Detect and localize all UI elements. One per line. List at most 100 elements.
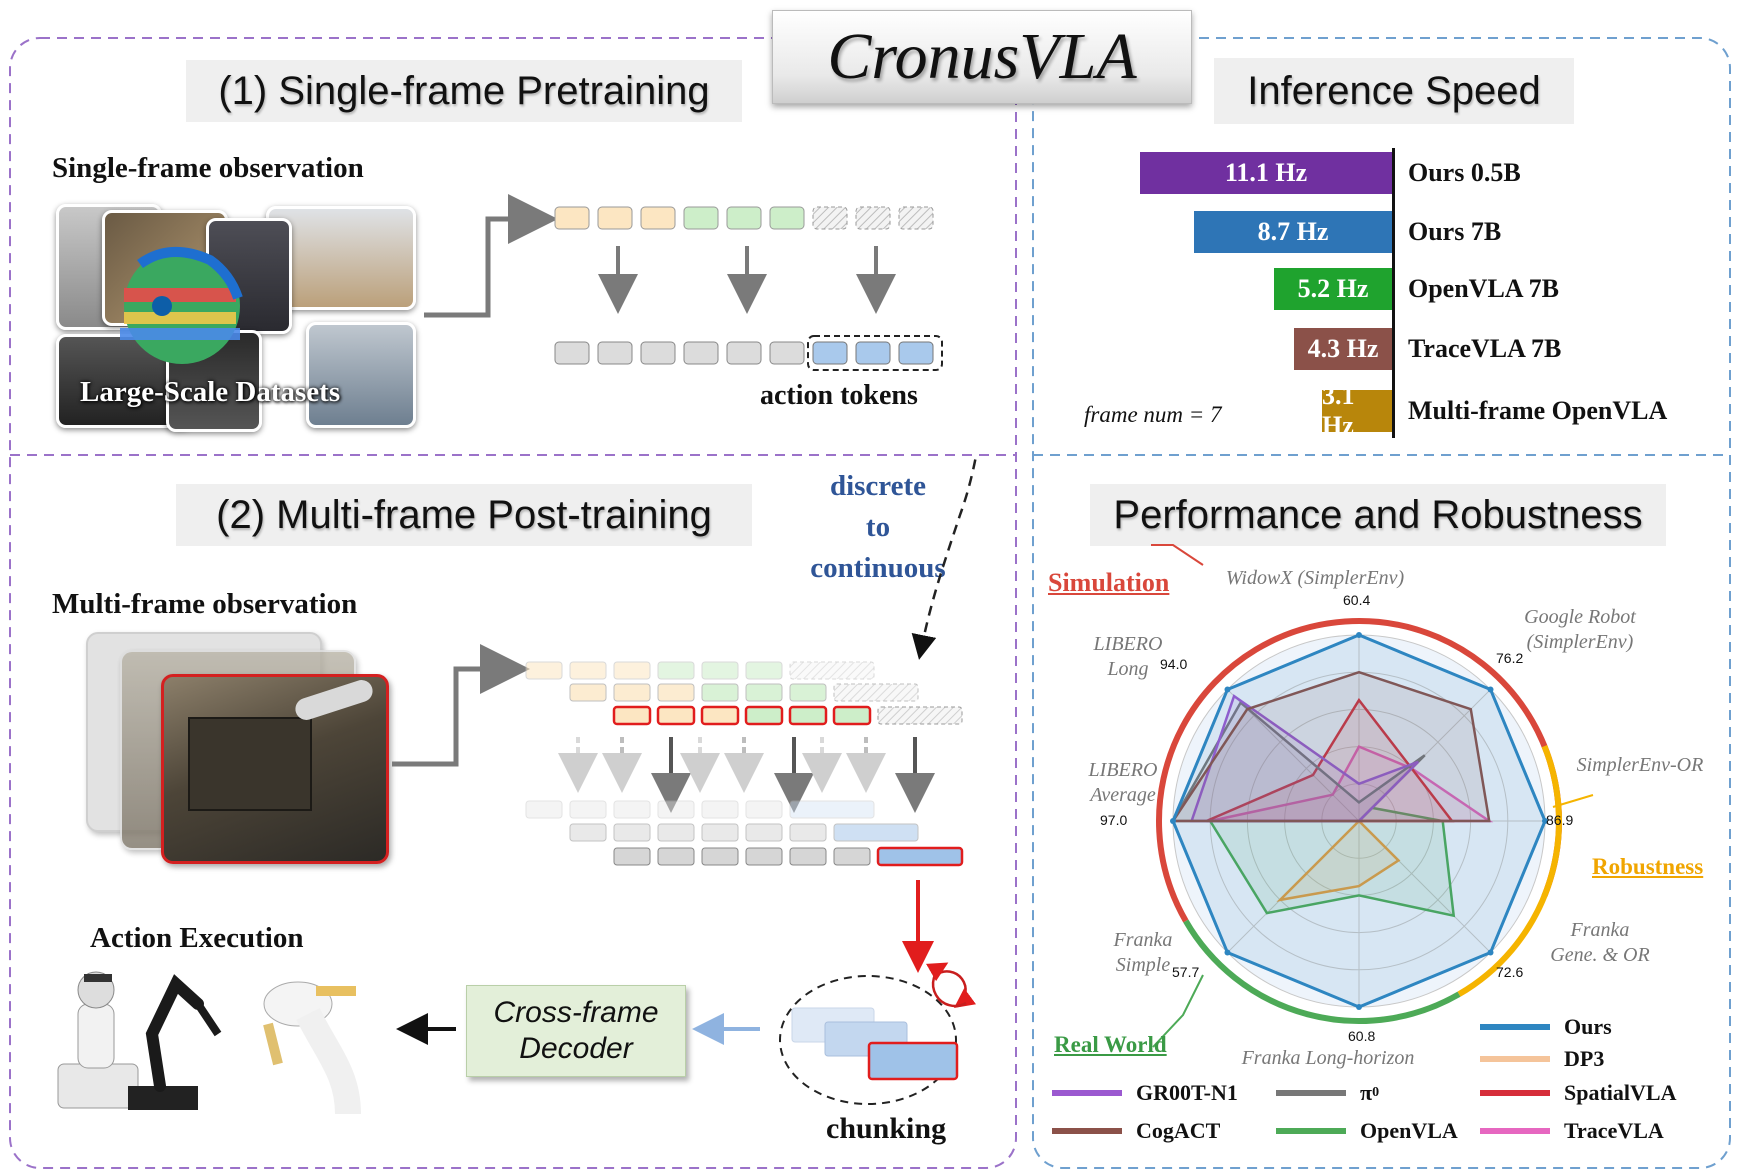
datasets-label: Large-Scale Datasets	[80, 376, 341, 408]
legend-swatch	[1480, 1128, 1550, 1134]
radar-axis-label-line: Franka Long-horizon	[1241, 1047, 1415, 1069]
legend-label: SpatialVLA	[1564, 1080, 1677, 1105]
radar-point	[1356, 632, 1362, 638]
transition-line: to	[865, 511, 891, 543]
posttraining-heading: (2) Multi-frame Post-training	[176, 484, 752, 546]
token	[657, 661, 695, 680]
token	[613, 683, 651, 702]
dataset-collage: Large-Scale Datasets	[56, 204, 416, 432]
legend-swatch	[1480, 1024, 1550, 1030]
radar-axis-label-line: Franka	[1570, 919, 1630, 941]
token	[812, 206, 848, 230]
radar-axis-max-value: 60.4	[1343, 592, 1371, 608]
token	[701, 800, 739, 819]
token	[569, 823, 607, 842]
speed-bar: 11.1 Hz	[1140, 152, 1392, 194]
radar-axis-max-value: 76.2	[1496, 650, 1524, 666]
token	[745, 661, 783, 680]
speed-model-label: TraceVLA 7B	[1408, 334, 1562, 363]
token	[613, 823, 651, 842]
radar-axis-label-line: LIBERO	[1088, 759, 1158, 781]
token	[569, 661, 607, 680]
group-connector	[1152, 974, 1204, 1048]
radar-axis-label-line: Average	[1090, 784, 1156, 806]
radar-axis-label-line: Google Robot	[1524, 606, 1636, 628]
radar-axis-label-line: Gene. & OR	[1550, 944, 1650, 966]
token	[789, 661, 875, 680]
multi-frame-stack	[86, 632, 389, 866]
token	[745, 823, 783, 842]
token	[656, 705, 696, 726]
token	[726, 341, 762, 365]
radar-axis-label-line: Simple	[1115, 954, 1171, 976]
multi-frame-output-rows	[525, 800, 964, 867]
radar-point	[1224, 686, 1231, 693]
token	[745, 800, 783, 819]
robot-icon	[128, 974, 222, 1110]
radar-axis-max-value: 97.0	[1100, 812, 1128, 828]
frame-num-note: frame num = 7	[1084, 402, 1222, 427]
legend-label: OpenVLA	[1360, 1118, 1458, 1143]
single-frame-observation-label: Single-frame observation	[52, 152, 364, 184]
globe-icon	[120, 246, 243, 364]
token	[569, 800, 607, 819]
token	[855, 206, 891, 230]
speed-bar: 5.2 Hz	[1274, 268, 1392, 310]
token	[597, 341, 633, 365]
radar-axis-label: Franka Long-horizon	[1228, 1046, 1428, 1071]
token	[789, 823, 827, 842]
radar-axis-label: SimplerEnv-OR	[1560, 753, 1720, 778]
inference-speed-heading: Inference Speed	[1214, 58, 1574, 124]
radar-axis-label-line: SimplerEnv-OR	[1576, 754, 1704, 776]
radar-axis-max-value: 72.6	[1496, 964, 1524, 980]
legend-swatch	[1480, 1090, 1550, 1096]
chunk-block	[867, 1041, 959, 1081]
drawer-shape	[188, 717, 312, 811]
legend-item: DP3	[1480, 1046, 1604, 1072]
token	[554, 341, 590, 365]
group-arc	[1457, 744, 1562, 997]
radar-chart	[1151, 544, 1594, 1048]
pretraining-token-diagram	[424, 194, 943, 371]
token	[789, 800, 875, 819]
transition-line: discrete	[829, 470, 927, 502]
refresh-icon	[926, 962, 977, 1008]
output-token-row	[554, 335, 943, 371]
radar-point	[1487, 949, 1494, 956]
legend-label: GR00T-N1	[1136, 1080, 1238, 1105]
radar-series	[1207, 806, 1456, 918]
token	[657, 683, 695, 702]
legend-item: OpenVLA	[1276, 1118, 1458, 1144]
robot-icon	[57, 971, 139, 1109]
continuous-action-token	[876, 846, 964, 867]
radar-series	[1170, 670, 1491, 823]
legend-swatch	[1052, 1090, 1122, 1096]
dashed-connector	[911, 455, 978, 660]
legend-swatch	[1276, 1090, 1346, 1096]
token	[613, 661, 651, 680]
main-title: CronusVLA	[772, 10, 1192, 104]
radar-series	[1276, 819, 1401, 902]
pretraining-heading: (1) Single-frame Pretraining	[186, 60, 742, 122]
legend-item: SpatialVLA	[1480, 1080, 1676, 1106]
legend-item: GR00T-N1	[1052, 1080, 1238, 1106]
legend-label: Ours	[1564, 1014, 1612, 1039]
token	[525, 800, 563, 819]
speed-bar: 3.1 Hz	[1322, 381, 1392, 440]
action-token	[898, 341, 934, 365]
robustness-group-label: Robustness	[1592, 854, 1704, 879]
token	[745, 683, 783, 702]
token	[833, 683, 919, 702]
radar-axis-label: WidowX (SimplerEnv)	[1215, 566, 1415, 591]
token	[726, 206, 762, 230]
discrete-to-continuous-label: discrete to continuous	[790, 466, 966, 589]
token	[657, 800, 695, 819]
radar-point	[1356, 1004, 1362, 1010]
dataset-image	[306, 322, 416, 428]
group-arc	[1183, 919, 1461, 1024]
robots-illustration	[57, 971, 361, 1115]
multi-frame-input-rows	[525, 661, 963, 726]
legend-label: DP3	[1564, 1046, 1605, 1071]
speed-model-label: Ours 0.5B	[1408, 158, 1521, 187]
